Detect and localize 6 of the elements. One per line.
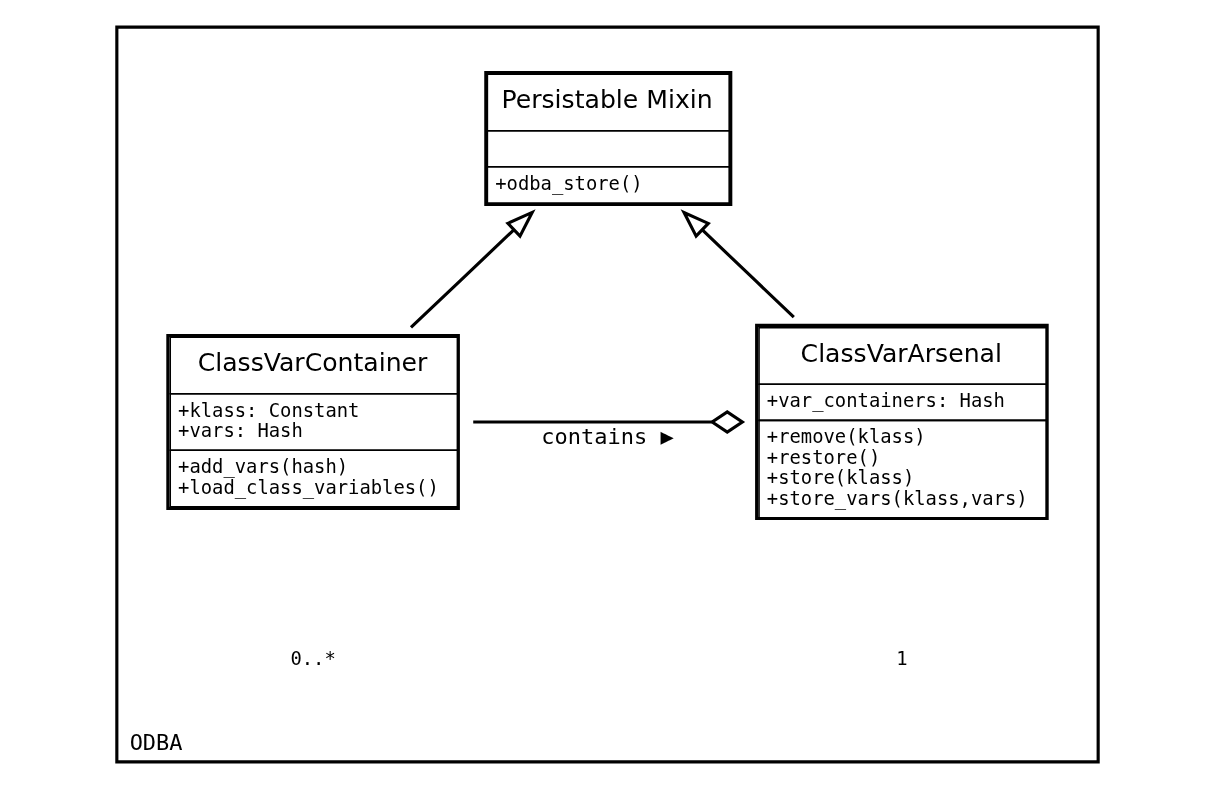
label: 0..*	[290, 647, 336, 669]
label: 1	[896, 647, 908, 669]
arrow	[409, 209, 536, 329]
connector	[473, 410, 746, 434]
arrow	[680, 209, 795, 319]
edge-label: contains ▶	[541, 424, 674, 450]
